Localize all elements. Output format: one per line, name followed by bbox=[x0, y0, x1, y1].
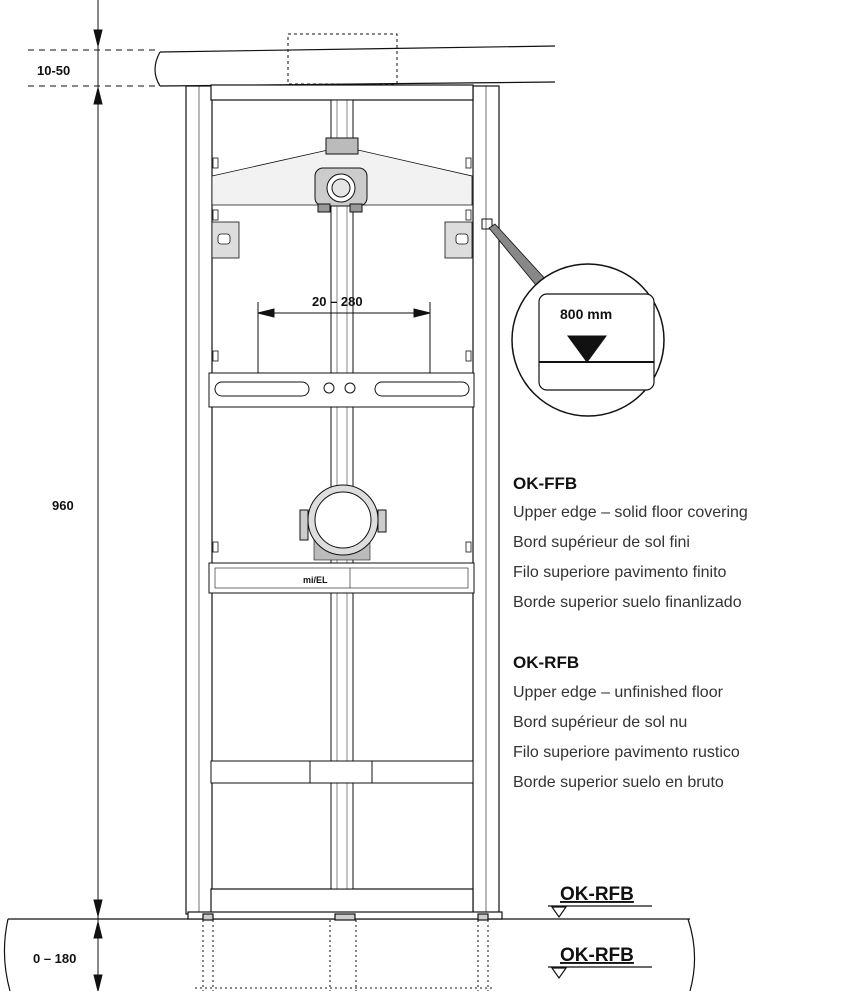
dim-floor-gap: 0 – 180 bbox=[33, 951, 76, 966]
legend-ffb-heading: OK-FFB bbox=[513, 474, 577, 493]
legend-rfb-heading: OK-RFB bbox=[513, 653, 579, 672]
bracket-span-dimension bbox=[257, 302, 431, 375]
legend: OK-FFB Upper edge – solid floor covering… bbox=[513, 474, 748, 791]
brand-plate-rail bbox=[208, 562, 475, 594]
floor-marker-lower bbox=[548, 966, 652, 980]
mounting-frame bbox=[185, 84, 503, 921]
side-clamps bbox=[211, 157, 473, 553]
dim-top-gap: 10-50 bbox=[37, 63, 70, 78]
legend-ffb-line: Borde superior suelo finanlizado bbox=[513, 594, 742, 611]
floor-marker-upper bbox=[548, 905, 652, 919]
legend-rfb-line: Upper edge – unfinished floor bbox=[513, 684, 724, 701]
waste-pipe-clamp bbox=[299, 484, 387, 561]
dim-height: 960 bbox=[52, 498, 74, 513]
brand-plate-text: mi/EL bbox=[303, 575, 328, 585]
legend-ffb-line: Bord supérieur de sol fini bbox=[513, 534, 690, 551]
ceiling-slab bbox=[154, 33, 556, 87]
lower-crossbar bbox=[210, 760, 474, 784]
legend-rfb-line: Borde superior suelo en bruto bbox=[513, 774, 724, 791]
floor-marker-lower-label: OK-RFB bbox=[560, 945, 634, 966]
mounting-rail bbox=[208, 372, 475, 408]
legend-ffb-line: Filo superiore pavimento finito bbox=[513, 564, 727, 581]
legend-rfb-line: Bord supérieur de sol nu bbox=[513, 714, 687, 731]
zoom-detail bbox=[481, 218, 665, 417]
floor-marker-upper-label: OK-RFB bbox=[560, 884, 634, 905]
zoom-detail-label: 800 mm bbox=[560, 306, 612, 322]
legend-ffb-line: Upper edge – solid floor covering bbox=[513, 504, 748, 521]
upper-bracket bbox=[211, 137, 473, 213]
legend-rfb-line: Filo superiore pavimento rustico bbox=[513, 744, 740, 761]
vertical-dimension-line bbox=[28, 0, 160, 992]
dim-bracket-span: 20 – 280 bbox=[312, 294, 363, 309]
